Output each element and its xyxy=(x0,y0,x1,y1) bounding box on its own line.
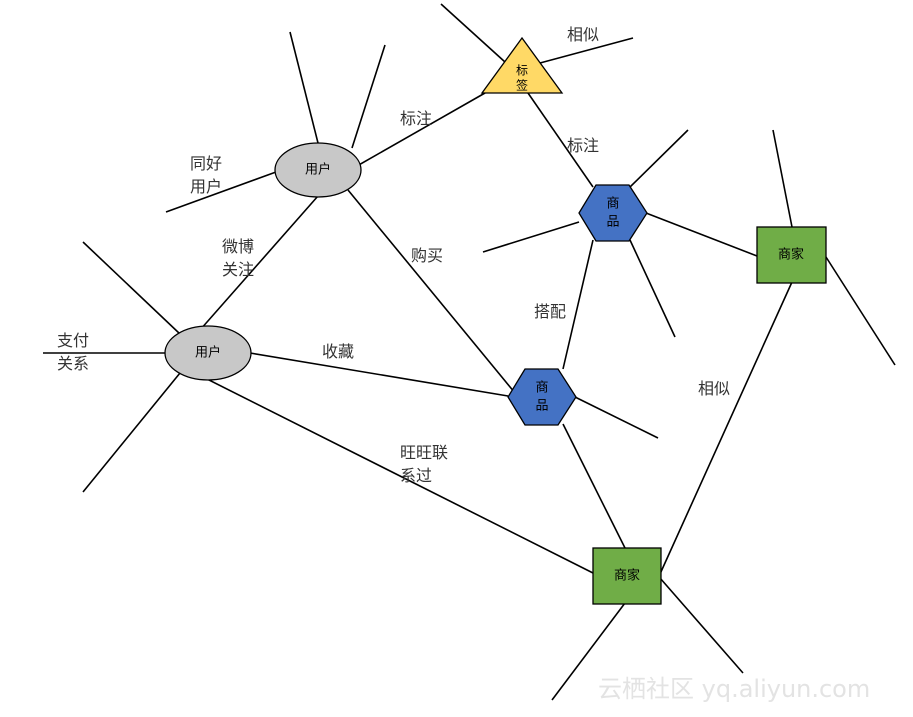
edge-label-weibo-follow-line1: 微博 xyxy=(222,237,254,256)
dangling-edges xyxy=(43,3,896,701)
dangling-edge xyxy=(659,577,744,674)
edge-label-tag-annotate-user: 标注 xyxy=(400,109,432,128)
edge-label-merchant-similar: 相似 xyxy=(698,379,730,398)
user-node-label: 用户 xyxy=(305,162,331,178)
tag-node-label-line2: 签 xyxy=(516,78,528,93)
edge-user-left-merchant-bottom xyxy=(206,378,594,574)
edge-label-payment-line2: 关系 xyxy=(57,354,89,373)
dangling-edge xyxy=(772,129,793,228)
dangling-edge xyxy=(574,396,659,439)
edge-label-payment-line1: 支付 xyxy=(57,331,89,350)
edge-product-top-merchant-right xyxy=(645,212,758,257)
edge-user-top-product-mid xyxy=(347,189,516,394)
edge-label-weibo-follow-line2: 关注 xyxy=(222,260,254,279)
product-node-label-line2: 品 xyxy=(535,399,548,414)
merchant-node-bottom: 商家 xyxy=(592,547,662,605)
merchant-node-right: 商家 xyxy=(756,226,827,284)
dangling-edge xyxy=(351,44,386,149)
edge-merchant-right-merchant-bottom xyxy=(659,281,793,575)
edge-label-purchase: 购买 xyxy=(411,246,443,265)
product-node-label-line2: 品 xyxy=(606,215,619,230)
dangling-edge xyxy=(482,221,580,253)
edge-user-top-user-left xyxy=(199,195,319,331)
tag-node: 标 签 xyxy=(480,36,564,94)
user-ellipse-shape xyxy=(274,142,362,198)
user-node-left: 用户 xyxy=(164,325,252,381)
dangling-edge xyxy=(82,372,181,493)
edge-tag-user xyxy=(349,92,486,171)
dangling-edge xyxy=(825,256,896,366)
watermark: 云栖社区 yq.aliyun.com xyxy=(598,675,870,703)
edge-tag-product-top xyxy=(527,92,594,188)
product-node-label-line1: 商 xyxy=(535,381,548,396)
edge-label-tag-similar: 相似 xyxy=(567,25,599,44)
dangling-edge xyxy=(629,129,689,188)
edges xyxy=(199,92,793,575)
product-hexagon-shape xyxy=(578,184,648,242)
edge-label-same-interest-line2: 用户 xyxy=(190,177,222,196)
edge-label-wangwang-line2: 系过 xyxy=(400,466,432,485)
dangling-edge xyxy=(551,602,626,701)
merchant-square-shape xyxy=(756,226,827,284)
edge-labels: 相似 标注 标注 同好 用户 微博 关注 购买 搭配 支付 关系 收藏 相似 旺… xyxy=(57,25,730,485)
edge-user-left-product-mid xyxy=(249,352,509,397)
dangling-edge xyxy=(440,3,506,63)
user-node-top: 用户 xyxy=(274,142,362,198)
edge-label-tag-annotate-product: 标注 xyxy=(567,136,599,155)
product-hexagon-shape xyxy=(507,368,577,426)
edge-product-top-product-mid xyxy=(562,239,594,370)
dangling-edge xyxy=(629,239,676,338)
product-node-top: 商 品 xyxy=(578,184,648,242)
user-ellipse-shape xyxy=(164,325,252,381)
edge-label-same-interest-line1: 同好 xyxy=(190,154,222,173)
tag-triangle-shape xyxy=(480,36,564,94)
edge-product-mid-merchant-bottom xyxy=(562,423,626,549)
user-node-label: 用户 xyxy=(195,345,221,361)
edge-label-wangwang-line1: 旺旺联 xyxy=(400,443,448,462)
dangling-edge xyxy=(165,171,277,213)
merchant-node-label: 商家 xyxy=(778,247,804,263)
edge-label-favorite: 收藏 xyxy=(322,342,354,361)
edge-label-matching: 搭配 xyxy=(534,302,566,321)
dangling-edge xyxy=(539,37,634,64)
dangling-edge xyxy=(82,241,181,335)
merchant-square-shape xyxy=(592,547,662,605)
tag-node-label-line1: 标 xyxy=(516,64,528,78)
dangling-edge xyxy=(289,31,319,144)
merchant-node-label: 商家 xyxy=(614,568,640,584)
product-node-mid: 商 品 xyxy=(507,368,577,426)
product-node-label-line1: 商 xyxy=(606,197,619,212)
